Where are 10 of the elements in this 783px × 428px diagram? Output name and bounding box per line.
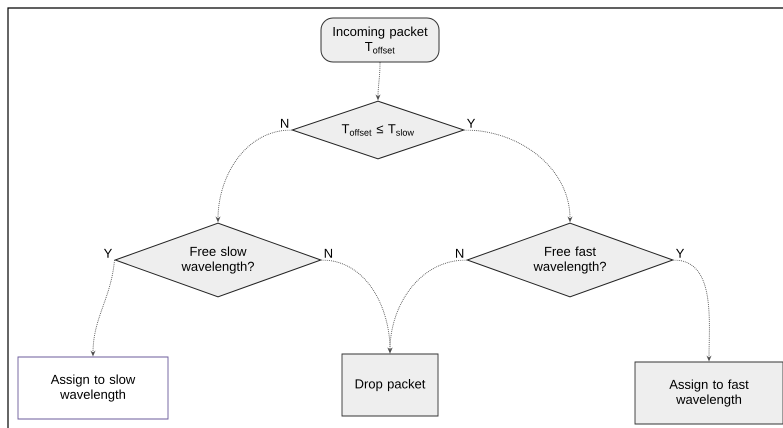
process-box: Assign to slow wavelength <box>18 356 168 420</box>
process-box: Assign to fast wavelength <box>634 362 783 424</box>
edge-label: N <box>452 246 466 260</box>
edge-label: Y <box>102 246 114 260</box>
edge-label: N <box>278 116 292 130</box>
edge-label: Y <box>674 246 686 260</box>
edge-label: N <box>322 246 336 260</box>
start-terminal: Incoming packet T$_{offset}$ <box>320 18 440 62</box>
edge-label: Y <box>464 116 478 130</box>
process-box: Drop packet <box>342 354 438 416</box>
